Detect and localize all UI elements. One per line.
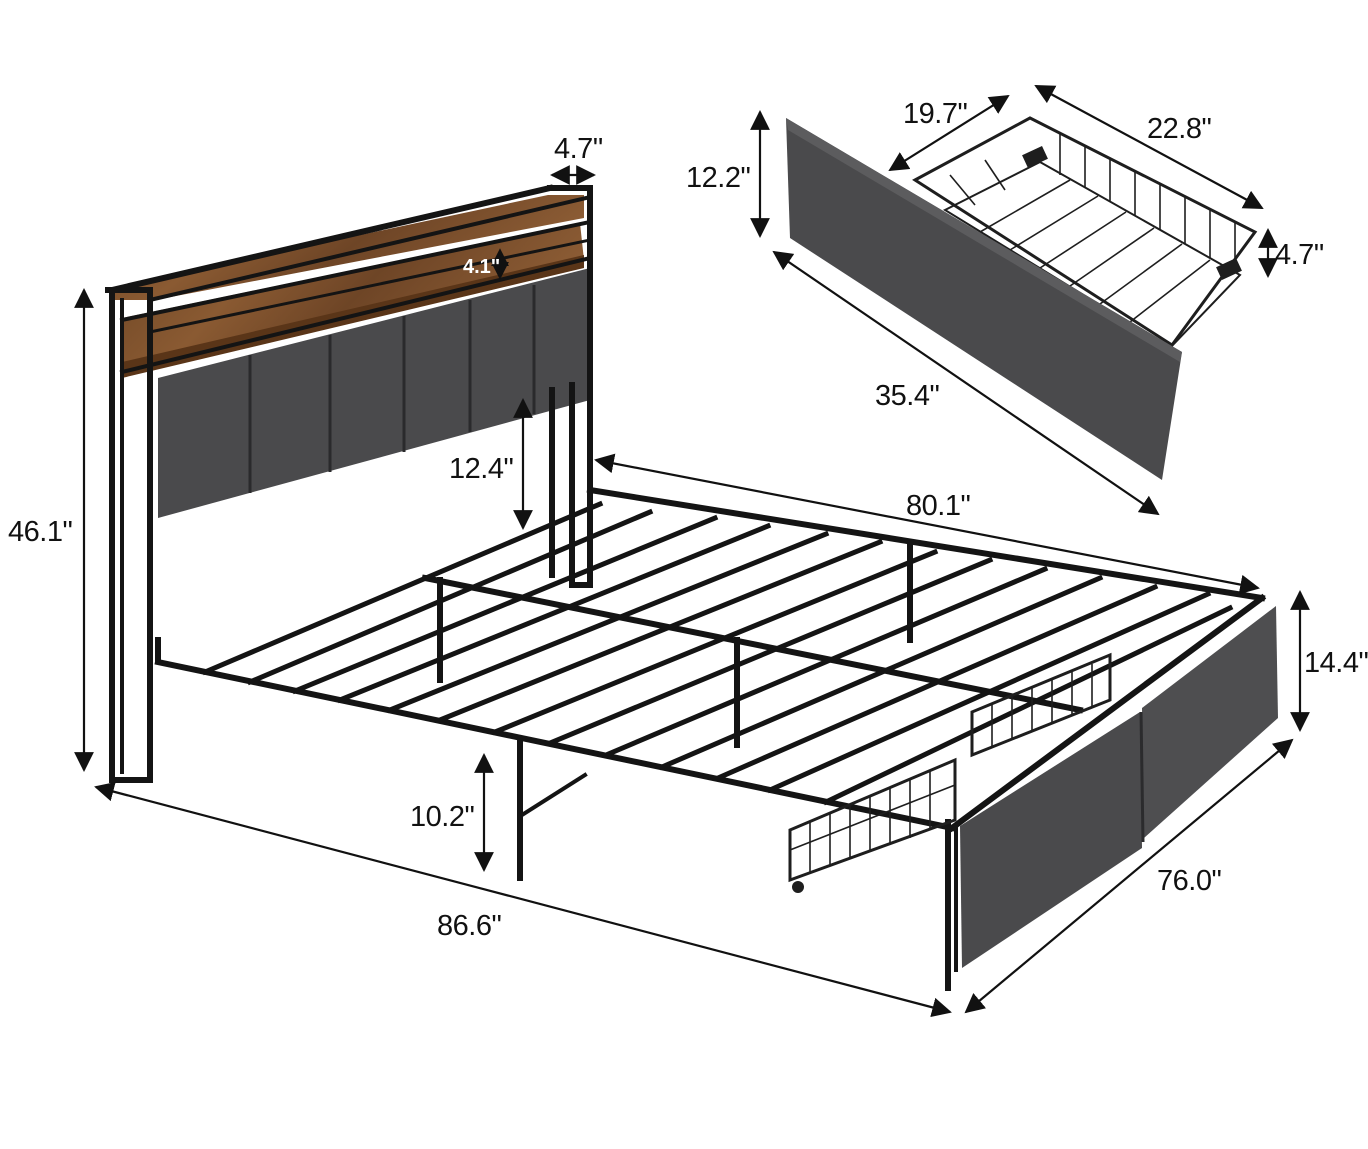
label-total-height: 46.1" xyxy=(8,516,72,548)
label-shelf-height: 4.1" xyxy=(463,256,500,278)
shelf-back-panel xyxy=(122,223,584,372)
label-shelf-depth: 4.7" xyxy=(554,133,603,165)
label-drawer-front-length: 35.4" xyxy=(875,380,939,412)
label-overall-width: 76.0" xyxy=(1157,865,1221,897)
label-drawer-depth: 22.8" xyxy=(1147,113,1211,145)
detail-drawer-front xyxy=(786,118,1182,480)
panel-seams xyxy=(248,285,536,493)
label-overall-length: 86.6" xyxy=(437,910,501,942)
dimension-labels: 46.1" 4.7" 4.1" 12.4" 80.1" 14.4" 10.2" … xyxy=(8,98,1368,942)
headboard xyxy=(105,184,593,783)
drawer-detail xyxy=(786,116,1258,480)
slats xyxy=(201,500,1234,806)
under-bed-drawers xyxy=(788,606,1278,968)
top-shelf-wood xyxy=(112,195,584,300)
left-post xyxy=(105,287,153,783)
dimension-lines xyxy=(74,85,1310,1018)
top-rail xyxy=(108,184,554,294)
right-post xyxy=(547,185,593,588)
label-headboard-clearance: 12.4" xyxy=(449,453,513,485)
label-footboard-height: 14.4" xyxy=(1304,647,1368,679)
upholstered-panel xyxy=(158,268,590,518)
label-under-bed-clearance: 10.2" xyxy=(410,801,474,833)
bed-frame xyxy=(154,486,1267,991)
label-inner-length: 80.1" xyxy=(906,490,970,522)
front-side-rail xyxy=(154,658,956,832)
label-drawer-width: 19.7" xyxy=(903,98,967,130)
center-rail xyxy=(421,574,1084,714)
label-drawer-basket-height: 4.7" xyxy=(1275,239,1324,271)
label-drawer-front-height: 12.2" xyxy=(686,162,750,194)
